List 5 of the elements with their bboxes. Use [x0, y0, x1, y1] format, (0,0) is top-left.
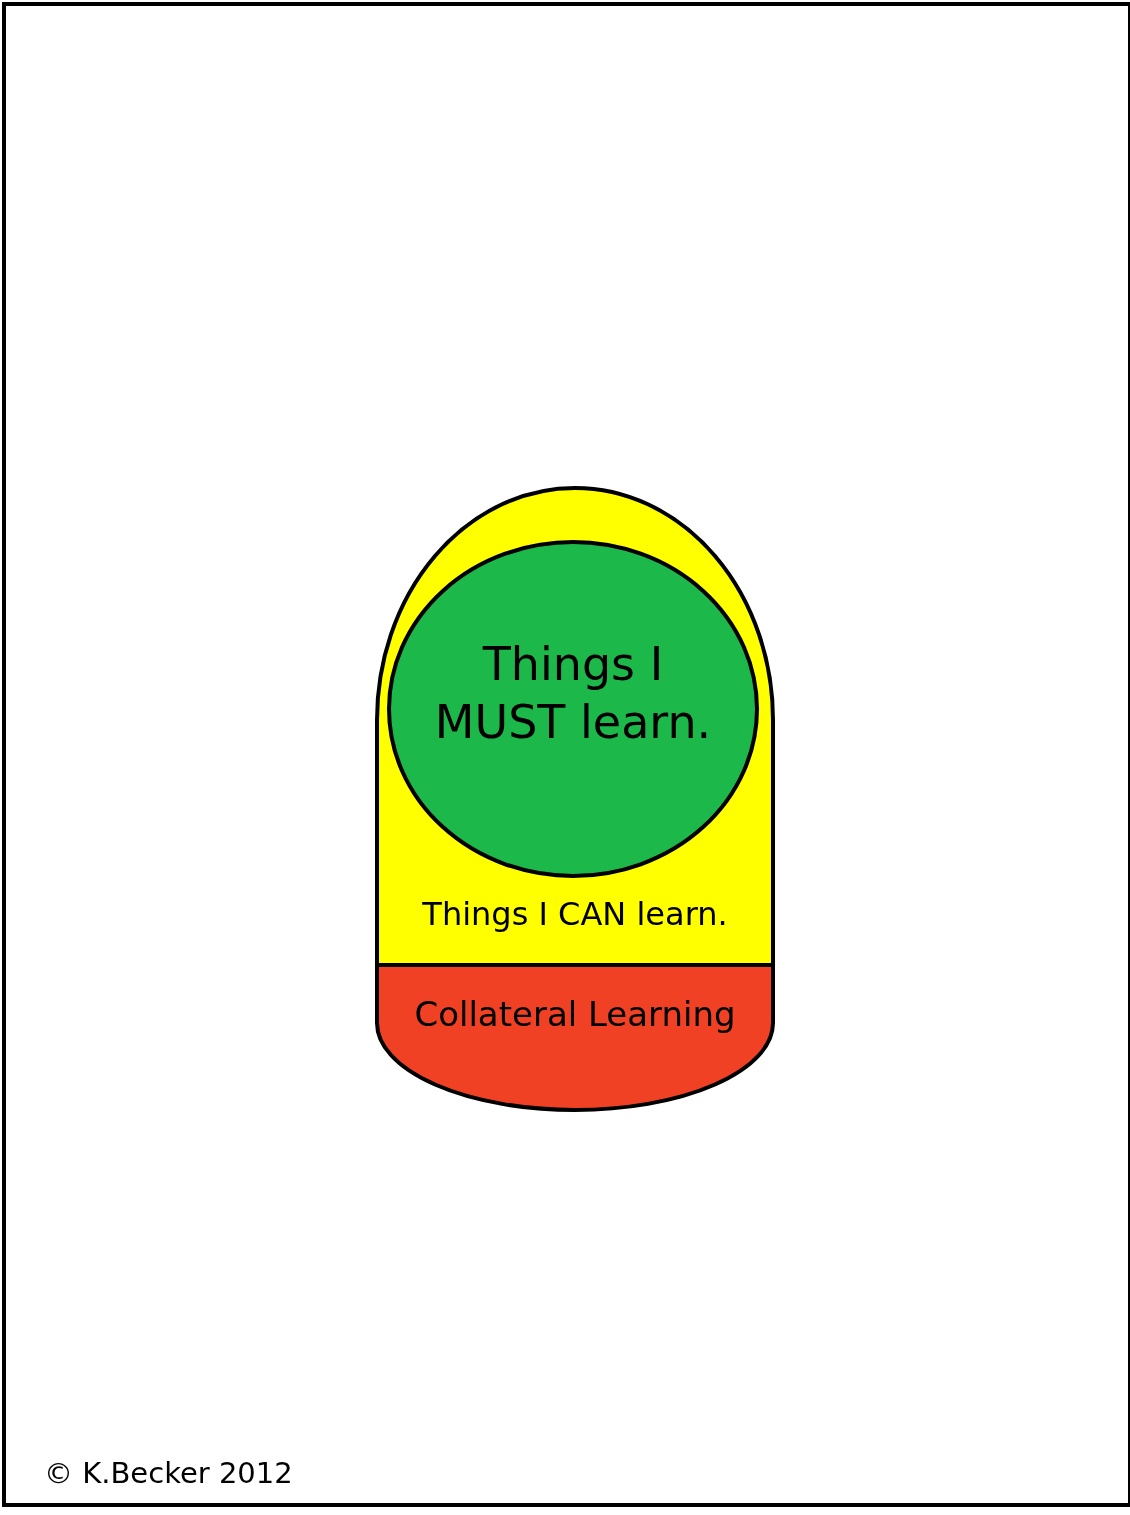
region-label: Collateral Learning	[413, 993, 737, 1036]
ellipse-region	[387, 540, 759, 878]
region-label: Things I MUST learn.	[433, 636, 713, 751]
region-label: Things I CAN learn.	[421, 894, 729, 934]
copyright-note: © K.Becker 2012	[44, 1456, 293, 1490]
